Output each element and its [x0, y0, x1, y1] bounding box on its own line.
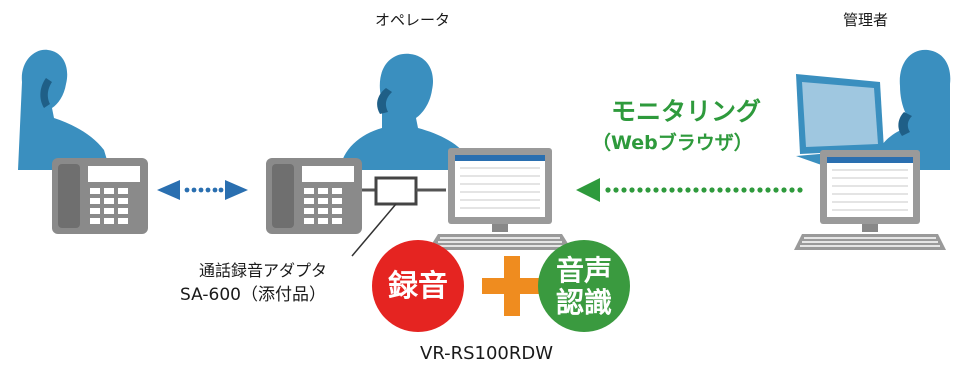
plus-icon [482, 256, 542, 316]
recording-badge: 録音 [372, 240, 464, 332]
admin-label: 管理者 [843, 11, 889, 29]
voice-recognition-line2: 認識 [556, 286, 612, 319]
caller-person-icon [18, 49, 110, 170]
call-connection-arrow [157, 180, 248, 200]
recording-adapter-icon [351, 176, 446, 257]
product-label: VR-RS100RDW [420, 343, 554, 364]
monitoring-title: モニタリング [611, 97, 762, 126]
voice-recognition-badge: 音声 認識 [538, 240, 630, 332]
adapter-label-line2: SA-600（添付品） [180, 285, 326, 305]
monitoring-arrow [576, 178, 803, 202]
operator-phone-icon [266, 158, 362, 234]
caller-phone-icon [52, 158, 148, 234]
operator-pc-icon [428, 148, 572, 250]
voice-recognition-line1: 音声 [556, 254, 612, 287]
operator-label: オペレータ [375, 11, 451, 29]
monitoring-subtitle: （Webブラウザ） [592, 132, 753, 154]
recording-badge-label: 録音 [388, 269, 448, 304]
adapter-label-line1: 通話録音アダプタ [199, 261, 328, 280]
operator-person-icon [340, 53, 474, 171]
admin-person-icon [872, 49, 951, 170]
admin-pc-icon [794, 150, 946, 250]
